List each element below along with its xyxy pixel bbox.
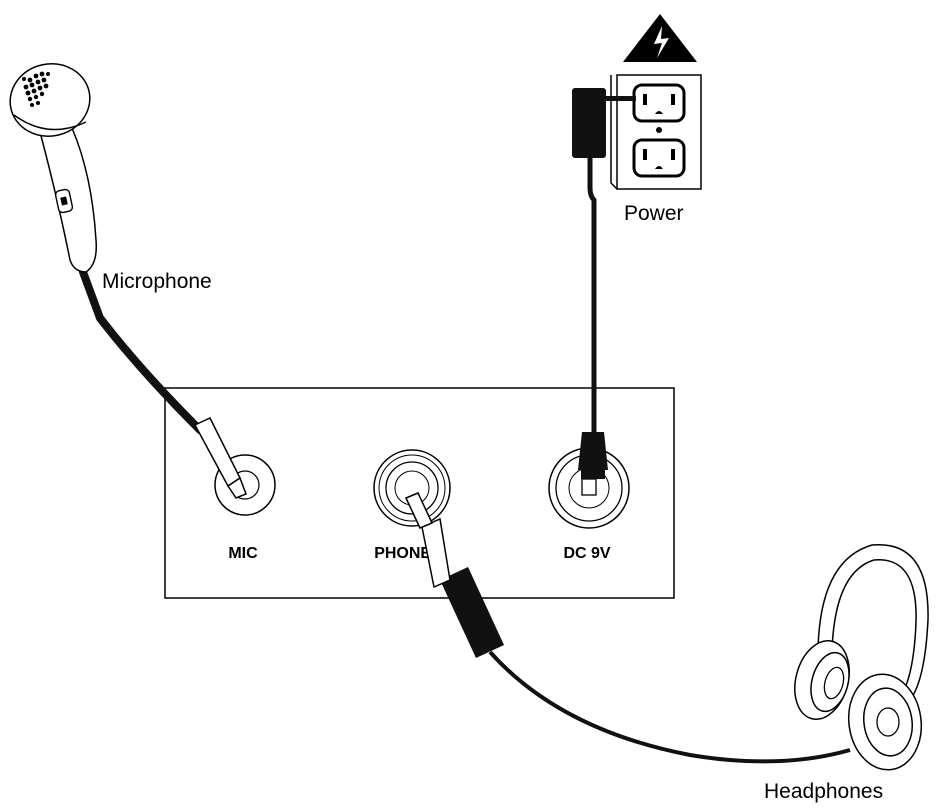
microphone-label: Microphone: [102, 270, 212, 293]
dc-jack: [548, 447, 630, 529]
headphones-label: Headphones: [764, 780, 883, 803]
headphones-icon: [794, 544, 929, 771]
power-label: Power: [624, 202, 684, 225]
microphone-icon: [9, 63, 247, 499]
warning-icon: [623, 14, 697, 62]
mic-port-label: MIC: [228, 545, 258, 562]
outlet-icon: [610, 74, 702, 190]
phones-jack: [373, 449, 451, 527]
phones-port-label: PHONES: [374, 545, 442, 562]
dc-port-label: DC 9V: [563, 545, 610, 562]
power-adapter-icon: [572, 88, 636, 479]
headphone-plug-icon: [404, 492, 851, 764]
